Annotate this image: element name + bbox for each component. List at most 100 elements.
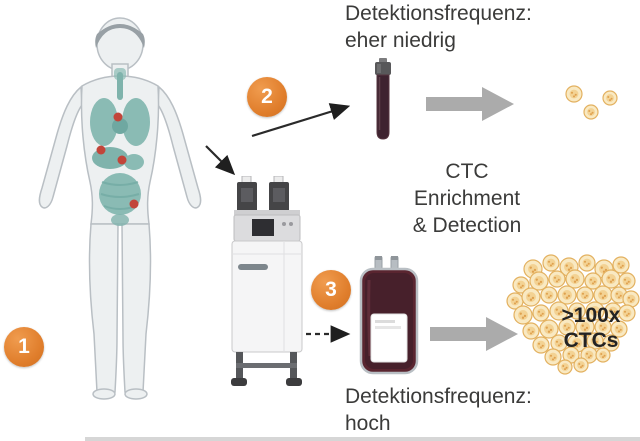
ctc-cell-cluster bbox=[506, 254, 640, 375]
bag-label-line bbox=[375, 320, 395, 323]
ctc-cell bbox=[580, 346, 598, 364]
bag-highlight bbox=[367, 279, 372, 357]
caption-tube-line1: Detektionsfrequenz: bbox=[345, 2, 532, 25]
left-leg bbox=[88, 223, 119, 393]
ctc-cell bbox=[612, 256, 630, 274]
caption-tube: Detektionsfrequenz: eher niedrig bbox=[345, 0, 532, 54]
left-lung bbox=[90, 98, 118, 146]
panel-button bbox=[282, 222, 286, 226]
ctc-cell bbox=[532, 304, 550, 322]
pump-module-window bbox=[273, 188, 285, 202]
bag-port-cap bbox=[391, 256, 398, 260]
pump-module-window bbox=[241, 188, 253, 202]
ctc-cell bbox=[602, 334, 620, 352]
ctc-cell bbox=[584, 272, 602, 290]
panel-button bbox=[289, 222, 293, 226]
ctc-cell bbox=[532, 336, 550, 354]
cluster-count-label: >100x CTCs bbox=[545, 303, 637, 353]
tumor-dot bbox=[113, 112, 123, 122]
ctc-cell bbox=[558, 318, 576, 336]
ctc-cell bbox=[565, 269, 585, 289]
ctc-cell bbox=[550, 334, 568, 352]
trachea bbox=[117, 72, 123, 100]
ctc-cell bbox=[593, 285, 613, 305]
caption-bag-line2: hoch bbox=[345, 412, 391, 435]
ctc-cell bbox=[601, 269, 621, 289]
ctc-cell bbox=[506, 292, 524, 310]
ctc-cell bbox=[549, 301, 569, 321]
ctc-cell bbox=[622, 290, 640, 308]
tumor-dot bbox=[129, 199, 139, 209]
heart bbox=[112, 118, 128, 134]
caster-wheel bbox=[231, 378, 247, 386]
ctc-cell bbox=[573, 357, 589, 373]
tumor-dot bbox=[117, 155, 127, 165]
blood-tube-icon bbox=[375, 58, 391, 140]
right-foot bbox=[124, 388, 148, 400]
ctc-cell bbox=[618, 304, 636, 322]
caption-bag: Detektionsfrequenz: hoch bbox=[345, 383, 532, 437]
bladder bbox=[111, 214, 129, 226]
ctc-cell bbox=[513, 305, 533, 325]
left-arm bbox=[38, 85, 83, 209]
caption-tube-line2: eher niedrig bbox=[345, 29, 456, 52]
left-foot bbox=[92, 388, 116, 400]
cluster-count-line2: CTCs bbox=[563, 329, 619, 352]
blood-bag-icon bbox=[359, 256, 419, 375]
ctc-cell bbox=[512, 276, 530, 294]
caption-enrichment-line1: CTC bbox=[445, 160, 489, 183]
ctc-cell bbox=[557, 285, 577, 305]
hair bbox=[95, 24, 145, 48]
tumor-dot bbox=[96, 145, 106, 155]
ctc-cell bbox=[540, 286, 558, 304]
ctc-cell bbox=[529, 271, 549, 291]
step-badge-1: 1 bbox=[4, 327, 44, 367]
ctc-cell bbox=[568, 302, 586, 320]
ctc-cell bbox=[562, 346, 580, 364]
ctc-cell bbox=[602, 90, 618, 106]
cabinet-slot bbox=[238, 264, 268, 270]
ctc-cell bbox=[585, 301, 605, 321]
cluster-cells bbox=[506, 254, 640, 375]
caption-bag-line1: Detektionsfrequenz: bbox=[345, 385, 532, 408]
apheresis-machine-icon bbox=[231, 176, 303, 386]
right-leg bbox=[121, 223, 152, 393]
block-arrow-top bbox=[426, 87, 514, 121]
step-badge-3: 3 bbox=[311, 270, 351, 310]
machine-cabinet bbox=[231, 240, 303, 353]
tube-cap-highlight bbox=[377, 64, 381, 73]
ctc-cells-few bbox=[565, 85, 618, 120]
ctc-cell bbox=[522, 322, 540, 340]
machine-screen bbox=[252, 219, 274, 236]
ctc-cell bbox=[542, 254, 560, 272]
module-shelf bbox=[234, 210, 300, 215]
ctc-cell bbox=[604, 302, 622, 320]
right-lung bbox=[122, 98, 150, 146]
ctc-cell bbox=[544, 348, 562, 366]
ctc-cell bbox=[539, 319, 559, 339]
ctc-cell bbox=[578, 254, 596, 272]
ctc-cell bbox=[557, 359, 573, 375]
human-body-illustration bbox=[38, 17, 202, 400]
ctc-cell bbox=[576, 286, 594, 304]
cluster-count-line1: >100x bbox=[561, 304, 621, 327]
few-cells bbox=[565, 85, 618, 120]
bag-port-cap bbox=[375, 256, 382, 260]
ctc-cell bbox=[575, 317, 595, 337]
caster-wheel bbox=[286, 378, 302, 386]
right-arm bbox=[157, 85, 202, 209]
ctc-cell bbox=[521, 287, 541, 307]
caption-enrichment-line3: & Detection bbox=[412, 214, 522, 237]
ctc-cell bbox=[610, 320, 628, 338]
ctc-cell bbox=[618, 272, 636, 290]
ctc-cell bbox=[565, 85, 583, 103]
bag-label-line bbox=[375, 326, 401, 329]
stomach bbox=[124, 154, 144, 170]
ctc-cell bbox=[583, 104, 599, 120]
step-badge-2: 2 bbox=[247, 77, 287, 117]
ctc-cell bbox=[548, 270, 566, 288]
caption-enrichment: CTC Enrichment & Detection bbox=[407, 158, 527, 239]
figure-bottom-border bbox=[85, 437, 640, 441]
ctc-cell bbox=[595, 347, 611, 363]
